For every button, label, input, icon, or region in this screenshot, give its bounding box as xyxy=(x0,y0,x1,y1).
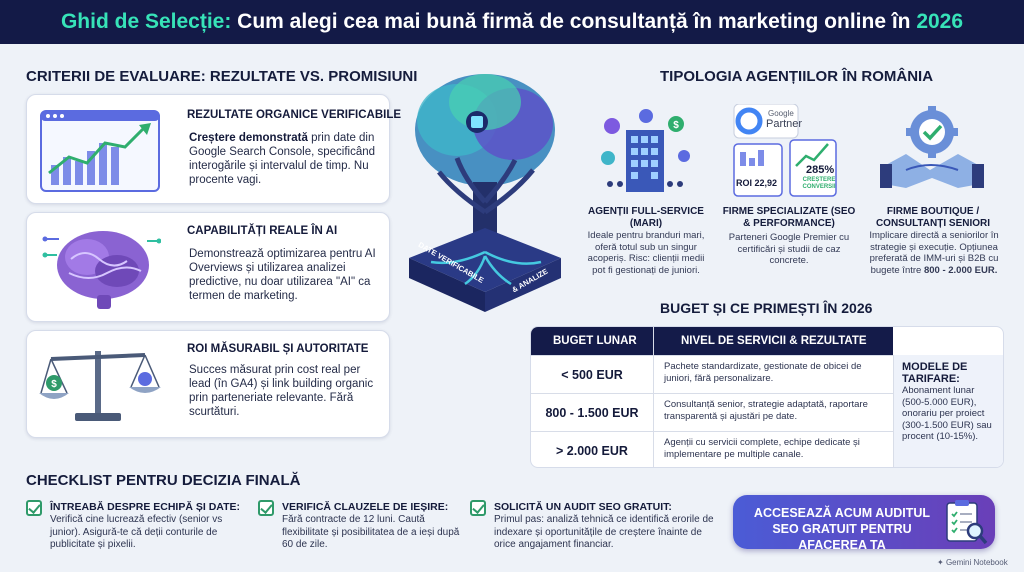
growth-stat-label: CREȘTERE CONVERSII xyxy=(802,177,836,190)
criteria-section-title: CRITERII DE EVALUARE: REZULTATE VS. PROM… xyxy=(26,68,418,85)
budget-amount: < 500 EUR xyxy=(561,368,623,382)
data-tree-illustration xyxy=(409,74,561,312)
title-year: 2026 xyxy=(916,10,964,33)
criteria-organic-title: REZULTATE ORGANICE VERIFICABILE xyxy=(187,109,402,121)
balance-scale-icon: $ xyxy=(39,351,161,421)
handshake-gear-icon xyxy=(880,106,984,188)
criteria-roi-title: ROI MĂSURABIL ȘI AUTORITATE xyxy=(187,343,369,355)
budget-table: BUGET LUNAR NIVEL DE SERVICII & REZULTAT… xyxy=(530,326,1004,468)
budget-table-header: BUGET LUNAR NIVEL DE SERVICII & REZULTAT… xyxy=(531,327,893,355)
budget-desc: Consultanță senior, strategie adaptată, … xyxy=(664,399,868,422)
typology-fullservice-title: AGENȚII FULL-SERVICE (MARI) xyxy=(588,206,704,229)
partner-badge-text: Partner xyxy=(766,118,803,130)
checkbox-checked-icon xyxy=(26,500,42,516)
column-divider xyxy=(653,327,654,467)
col-header-level: NIVEL DE SERVICII & REZULTATE xyxy=(681,335,867,347)
typology-section-title: TIPOLOGIA AGENȚIILOR ÎN ROMÂNIA xyxy=(660,68,934,85)
criteria-card-roi: $ ROI MĂSURABIL ȘI AUTORITATE Succes măs… xyxy=(26,330,390,438)
criteria-ai-title: CAPABILITĂȚI REALE ÎN AI xyxy=(187,225,338,237)
checkbox-checked-icon xyxy=(258,500,274,516)
typology-boutique-text-bold: 800 - 2.000 EUR. xyxy=(923,264,998,276)
checklist-audit-title: SOLICITĂ UN AUDIT SEO GRATUIT: xyxy=(494,501,672,513)
page-title: Ghid de Selecție: Cum alegi cea mai bună… xyxy=(61,10,963,34)
growth-stat: 285% xyxy=(806,164,835,176)
criteria-card-ai: CAPABILITĂȚI REALE ÎN AI Demonstrează op… xyxy=(26,212,390,322)
checklist-exit-title: VERIFICĂ CLAUZELE DE IEȘIRE: xyxy=(282,501,449,513)
svg-text:$: $ xyxy=(673,120,679,131)
typology-boutique-text-main: Implicare directă a seniorilor în strate… xyxy=(869,230,999,276)
checklist-team-text: Verifică cine lucrează efectiv (senior v… xyxy=(50,514,223,550)
checklist-exit-text: Fără contracte de 12 luni. Caută flexibi… xyxy=(282,514,460,550)
criteria-organic-text-bold: Creștere demonstrată xyxy=(189,132,308,144)
growth-chart-icon xyxy=(40,110,160,192)
header-bar: Ghid de Selecție: Cum alegi cea mai bună… xyxy=(0,0,1024,44)
criteria-organic-text-rest: prin date din Google Search Console, spe… xyxy=(189,132,376,186)
table-row: > 2.000 EUR Agenții cu servicii complete… xyxy=(531,431,893,467)
brand-star-icon: ✦ xyxy=(937,558,946,567)
checklist-audit-text: Primul pas: analiză tehnică ce identific… xyxy=(494,514,714,550)
google-partner-badge xyxy=(733,104,837,197)
budget-section-title: BUGET ȘI CE PRIMEȘTI ÎN 2026 xyxy=(660,300,873,316)
criteria-organic-text: Creștere demonstrată prin date din Googl… xyxy=(189,131,381,187)
budget-desc: Pachete standardizate, gestionate de obi… xyxy=(664,361,862,384)
criteria-card-organic: REZULTATE ORGANICE VERIFICABILE Creștere… xyxy=(26,94,401,204)
roi-stat: ROI 22,92 xyxy=(736,178,778,188)
typology-specialized-title: FIRME SPECIALIZATE (SEO & PERFORMANCE) xyxy=(722,206,856,229)
clipboard-magnifier-icon xyxy=(946,500,988,545)
criteria-roi-text: Succes măsurat prin cost real per lead (… xyxy=(189,364,374,418)
title-highlight: Ghid de Selecție: xyxy=(60,10,232,33)
brain-icon xyxy=(42,231,161,309)
office-building-icon: $ xyxy=(601,109,690,192)
typology-boutique-text: Implicare directă a seniorilor în strate… xyxy=(866,230,1002,276)
budget-amount: > 2.000 EUR xyxy=(556,444,628,458)
table-row: 800 - 1.500 EUR Consultanță senior, stra… xyxy=(531,393,893,431)
checkbox-checked-icon xyxy=(470,500,486,516)
free-seo-audit-button[interactable]: ACCESEAZĂ ACUM AUDITUL SEO GRATUIT PENTR… xyxy=(733,495,995,552)
budget-desc: Agenții cu servicii complete, echipe ded… xyxy=(664,437,860,460)
title-main: Cum alegi cea mai bună firmă de consulta… xyxy=(231,10,917,33)
budget-amount: 800 - 1.500 EUR xyxy=(545,406,639,420)
typology-boutique-title: FIRME BOUTIQUE / CONSULTANȚI SENIORI xyxy=(875,206,991,229)
table-row: < 500 EUR Pachete standardizate, gestion… xyxy=(531,355,893,393)
typology-fullservice-text: Ideale pentru branduri mari, oferă totul… xyxy=(587,230,705,276)
brand-footer: ✦ Gemini Notebook xyxy=(937,558,1008,567)
brand-name: Gemini Notebook xyxy=(945,558,1008,567)
cta-label: ACCESEAZĂ ACUM AUDITUL SEO GRATUIT PENTR… xyxy=(753,506,931,552)
checklist-team-title: ÎNTREABĂ DESPRE ECHIPĂ ȘI DATE: xyxy=(50,501,240,513)
col-header-budget: BUGET LUNAR xyxy=(553,335,637,347)
criteria-ai-text: Demonstrează optimizarea pentru AI Overv… xyxy=(189,248,376,302)
svg-text:$: $ xyxy=(51,379,57,390)
pricing-models-panel: MODELE DE TARIFARE: Abonament lunar (500… xyxy=(893,355,1003,467)
checklist-section-title: CHECKLIST PENTRU DECIZIA FINALĂ xyxy=(26,472,301,489)
google-badge-text: Google xyxy=(768,109,794,118)
pricing-models-text: Abonament lunar (500-5.000 EUR), onorari… xyxy=(902,385,992,442)
typology-specialized-text: Parteneri Google Premier cu certificări … xyxy=(728,232,850,266)
pricing-models-title: MODELE DE TARIFARE: xyxy=(902,361,968,385)
